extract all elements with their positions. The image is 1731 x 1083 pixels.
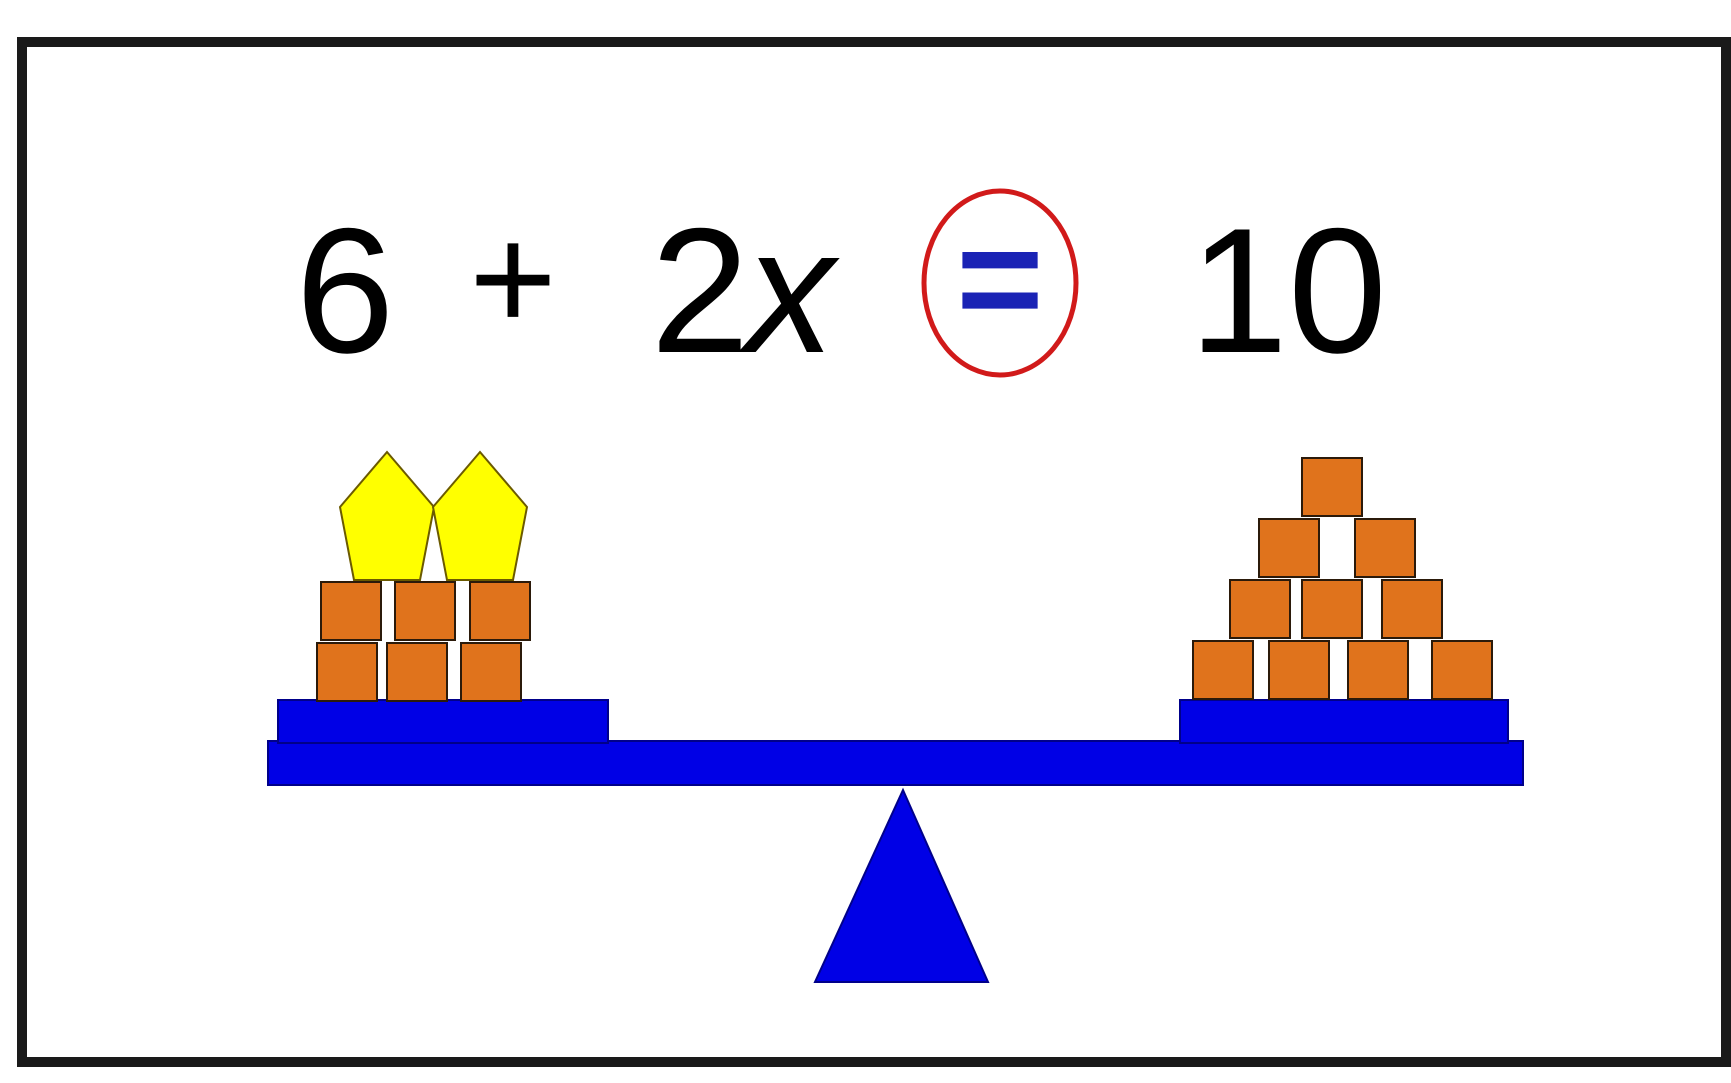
right-pan [1179, 699, 1509, 744]
x-pentagon [338, 450, 436, 581]
equation-constant: 6 [296, 191, 395, 390]
unit-cube [460, 642, 522, 702]
right-pan-blocks [1192, 457, 1493, 700]
unit-cube [1381, 579, 1443, 639]
equation-rhs: 10 [1189, 191, 1387, 390]
unit-cube [469, 581, 531, 641]
equation-coefficient: 2 [651, 191, 750, 390]
left-pan [277, 699, 609, 744]
unit-cube [1268, 640, 1330, 700]
fulcrum-triangle [813, 787, 990, 983]
unit-cube [316, 642, 378, 702]
unit-cube [1192, 640, 1254, 700]
equation: 6 + 2 x = 10 [296, 188, 1387, 390]
unit-cube [394, 581, 456, 641]
unit-cube [1229, 579, 1291, 639]
equation-plus: + [469, 194, 557, 362]
left-pan-blocks [316, 450, 531, 702]
unit-cube [386, 642, 448, 702]
balance-beam [267, 740, 1524, 786]
balance-scale [267, 450, 1524, 983]
unit-cube [1301, 457, 1363, 517]
equation-variable: x [738, 191, 841, 390]
unit-cube [1301, 579, 1363, 639]
x-pentagon [431, 450, 529, 581]
unit-cube [1258, 518, 1320, 578]
unit-cube [1347, 640, 1409, 700]
equals-circle [921, 188, 1079, 378]
unit-cube [1354, 518, 1416, 578]
unit-cube [1431, 640, 1493, 700]
equals-sign: = [956, 194, 1044, 362]
unit-cube [320, 581, 382, 641]
